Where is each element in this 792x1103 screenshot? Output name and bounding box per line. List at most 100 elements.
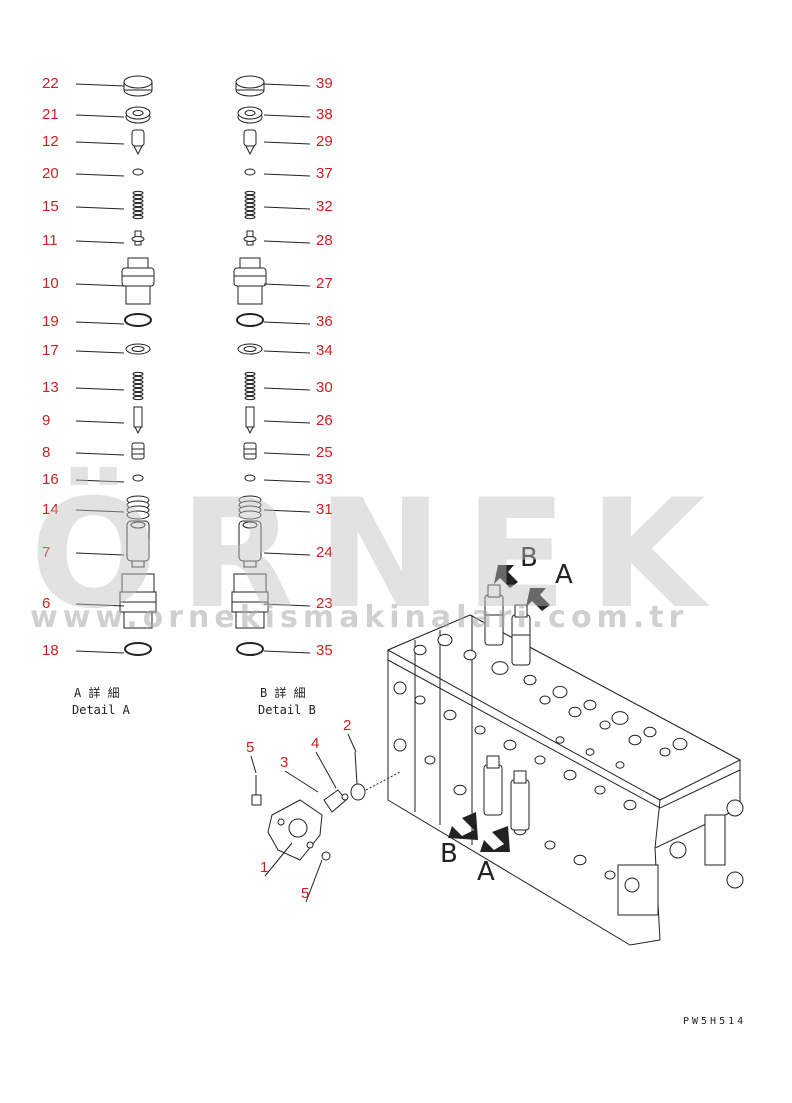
callout-number: 9: [42, 412, 50, 429]
leader-line: [263, 603, 311, 607]
leader-line: [75, 452, 125, 456]
assembly-leader: [305, 859, 323, 903]
assembly-callouts: 5 3 4 2 1 5: [246, 717, 357, 903]
leader-line: [263, 83, 311, 87]
callout-number: 6: [42, 595, 50, 612]
leader-line: [263, 141, 311, 145]
callout-number: 24: [316, 544, 333, 561]
leader-line: [75, 350, 125, 354]
leader-line: [75, 283, 125, 287]
assembly-leader: [315, 751, 337, 789]
leader-line: [75, 114, 125, 118]
callout-number: 19: [42, 313, 59, 330]
callout-number: 31: [316, 501, 333, 518]
leader-line: [263, 452, 311, 456]
callout-number: 22: [42, 75, 59, 92]
relief-valve-side-a: [510, 770, 530, 831]
leader-line: [75, 321, 125, 325]
callout-number: 26: [316, 412, 333, 429]
assembly-callout-number: 5: [301, 885, 309, 902]
callout-number: 13: [42, 379, 59, 396]
leader-line: [263, 350, 311, 354]
callout-number: 7: [42, 544, 50, 561]
callout-number: 8: [42, 444, 50, 461]
view-letter-a-top: A: [555, 560, 573, 590]
leader-line: [75, 509, 125, 513]
leader-line: [75, 240, 125, 244]
leader-line: [263, 173, 311, 177]
leader-line: [263, 240, 311, 244]
callout-number: 15: [42, 198, 59, 215]
relief-valve-top-a: [511, 604, 531, 666]
drawing-code: PW5H514: [683, 1016, 747, 1027]
callout-number: 14: [42, 501, 59, 518]
leader-line: [263, 114, 311, 118]
view-letter-a-side: A: [477, 857, 495, 887]
callout-number: 29: [316, 133, 333, 150]
callout-number: 17: [42, 342, 59, 359]
leader-line: [263, 479, 311, 483]
leader-line: [75, 650, 125, 654]
callout-number: 28: [316, 232, 333, 249]
callout-number: 30: [316, 379, 333, 396]
leader-line: [75, 479, 125, 483]
leader-line: [263, 509, 311, 513]
view-letter-b-top: B: [520, 543, 538, 573]
callout-number: 39: [316, 75, 333, 92]
assembly-leader: [347, 733, 357, 753]
callout-number: 25: [316, 444, 333, 461]
leader-line: [263, 206, 311, 210]
assembly-leader: [264, 842, 293, 877]
leader-line: [263, 283, 311, 287]
detail-a-exploded-view: [119, 75, 157, 656]
detail-b-exploded-view: [231, 75, 269, 656]
callout-number: 12: [42, 133, 59, 150]
callout-number: 33: [316, 471, 333, 488]
detail-a-label-jp: A 詳 細: [74, 685, 120, 700]
view-letter-b-side: B: [440, 839, 458, 869]
assembly-callout-number: 2: [343, 717, 351, 734]
leader-line: [263, 552, 311, 556]
control-valve-body: [386, 614, 744, 946]
callout-number: 10: [42, 275, 59, 292]
leader-line: [263, 321, 311, 325]
relief-valve-top-b: [484, 584, 504, 646]
arrow-b-top-icon: [494, 565, 518, 588]
assembly-callout-number: 3: [280, 754, 288, 771]
assembly-leader: [284, 770, 319, 793]
assembly-callout-number: 5: [246, 739, 254, 756]
leader-line: [75, 387, 125, 391]
callout-number: 35: [316, 642, 333, 659]
leader-line: [263, 650, 311, 654]
detail-a-label-en: Detail A: [72, 703, 131, 717]
leader-line: [263, 387, 311, 391]
leader-line: [75, 603, 125, 607]
callout-number: 32: [316, 198, 333, 215]
detail-b-label-jp: B 詳 細: [260, 685, 306, 700]
callout-number: 16: [42, 471, 59, 488]
detail-b-label-en: Detail B: [258, 703, 316, 717]
leader-line: [75, 173, 125, 177]
callout-number: 11: [42, 232, 58, 249]
assembly-callout-number: 1: [260, 859, 268, 876]
callout-number: 21: [42, 106, 59, 123]
arrow-b-side-icon: [448, 812, 478, 840]
callout-number: 27: [316, 275, 333, 292]
leader-line: [75, 83, 125, 87]
leader-line: [75, 420, 125, 424]
callout-number: 18: [42, 642, 59, 659]
assembly-leader: [250, 755, 257, 774]
callout-number: 36: [316, 313, 333, 330]
arrow-a-top-icon: [526, 588, 550, 611]
leader-line: [75, 552, 125, 556]
leader-line: [263, 420, 311, 424]
callout-number: 20: [42, 165, 59, 182]
callout-number: 23: [316, 595, 333, 612]
callout-number: 34: [316, 342, 333, 359]
arrow-a-side-icon: [480, 826, 510, 852]
relief-valve-side-b: [483, 755, 503, 816]
assembly-callout-number: 4: [311, 735, 319, 752]
callout-number: 38: [316, 106, 333, 123]
callout-leaders: 2221122015111019171398161476183938293732…: [42, 75, 333, 659]
